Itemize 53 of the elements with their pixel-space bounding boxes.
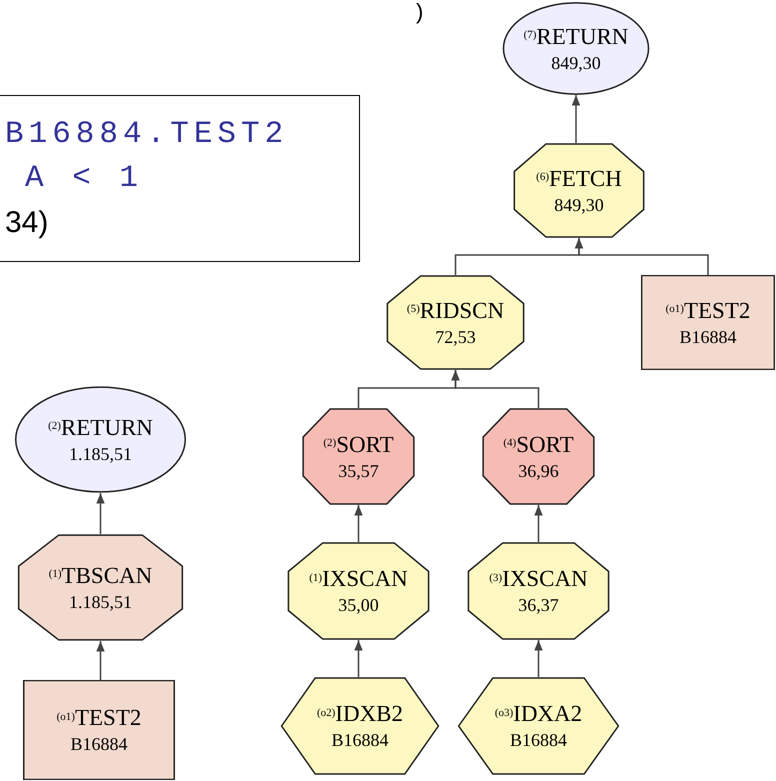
operator-octagon	[513, 143, 645, 238]
operator-label: $^{(6)}$FETCH	[536, 164, 622, 192]
operator-label: $^{(o3)}$IDXA2	[494, 700, 582, 728]
text-line: 34)	[5, 204, 50, 240]
cost-value: 35,57	[338, 460, 379, 482]
table-box	[23, 680, 175, 780]
arrow	[574, 238, 709, 275]
operator-label: $^{(2)}$SORT	[323, 430, 394, 458]
cost-value: B16884	[679, 326, 736, 348]
return-ellipse	[502, 2, 650, 95]
code-line: B16884.TEST2	[5, 116, 290, 154]
operator-octagon	[386, 275, 525, 370]
cost-value: B16884	[510, 729, 567, 752]
table-box	[641, 275, 775, 370]
arrow	[96, 641, 105, 680]
operator-label: $^{(2)}$RETURN	[48, 414, 153, 442]
arrow	[572, 95, 580, 143]
cost-value: 849,30	[551, 52, 601, 74]
cost-value: 35,00	[338, 594, 379, 617]
cost-value: 1.185,51	[69, 590, 132, 614]
arrow	[96, 493, 105, 534]
arrow	[534, 505, 543, 542]
cost-value: 849,30	[554, 194, 604, 216]
cost-value: 36,37	[518, 594, 559, 617]
return-ellipse	[14, 386, 187, 493]
operator-octagon	[467, 542, 610, 640]
operator-label: $^{(1)}$TBSCAN	[48, 562, 152, 590]
cost-value: 1.185,51	[69, 442, 132, 466]
arrow	[534, 640, 543, 677]
cost-value: 36,96	[518, 460, 559, 482]
operator-label: $^{(5)}$RIDSCN	[406, 296, 504, 324]
cost-value: B16884	[331, 729, 388, 752]
operator-label: $^{(7)}$RETURN	[524, 22, 628, 50]
operator-label: $^{(o1)}$TEST2	[666, 296, 750, 324]
operator-label: $^{(o1)}$TEST2	[56, 704, 142, 732]
cost-value: 72,53	[435, 326, 476, 348]
operator-octagon	[17, 534, 184, 641]
operator-label: $^{(4)}$SORT	[503, 430, 574, 458]
cost-value: B16884	[70, 733, 128, 756]
operator-label: $^{(o2)}$IDXB2	[316, 700, 404, 728]
arrow	[354, 640, 363, 677]
operator-octagon	[287, 542, 430, 640]
arrow	[354, 505, 363, 542]
code-box	[0, 95, 360, 262]
arrow	[451, 370, 540, 408]
index-hexagon	[280, 677, 440, 775]
sort-octagon	[302, 408, 415, 505]
operator-label: $^{(3)}$IXSCAN	[489, 565, 588, 593]
operator-label: $^{(1)}$IXSCAN	[309, 565, 408, 593]
index-hexagon	[457, 677, 620, 775]
text-fragment: )	[416, 0, 424, 24]
code-line: A < 1	[24, 160, 144, 198]
sort-octagon	[482, 408, 595, 505]
